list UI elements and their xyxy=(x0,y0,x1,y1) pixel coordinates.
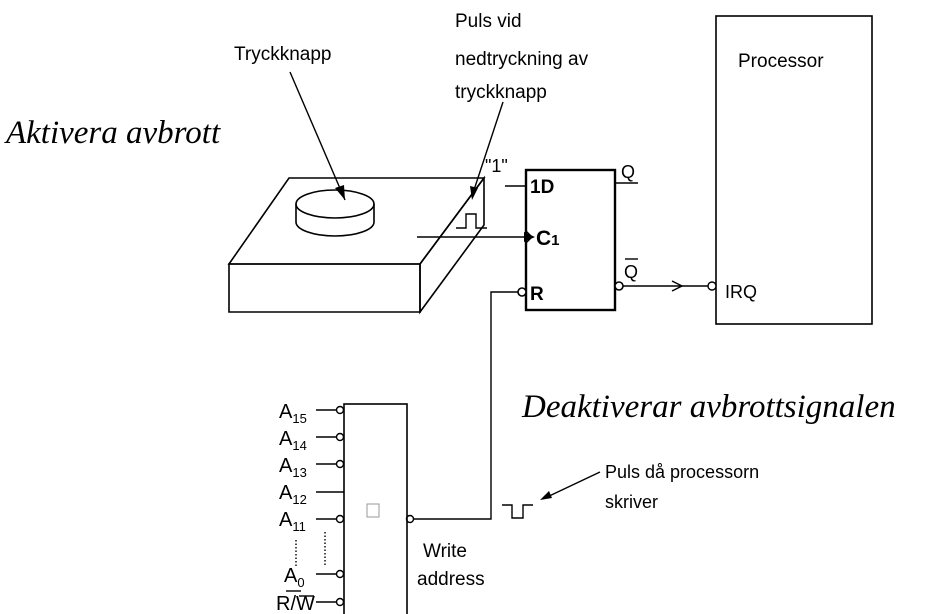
pulse-label-pointer xyxy=(471,101,504,197)
pin-a15: A15 xyxy=(279,401,307,426)
pushbutton-front-face xyxy=(228,263,421,313)
write-label-line1: Write xyxy=(423,541,467,562)
qbar-label: Q xyxy=(624,262,638,282)
address-pin-wires xyxy=(316,405,345,607)
pin-a13: A13 xyxy=(279,455,307,480)
pin-rw: R/W xyxy=(276,593,315,614)
r-input-bubble xyxy=(517,287,527,297)
aktivera-heading: Aktivera avbrott xyxy=(4,115,221,151)
pushbutton-cap-side xyxy=(295,204,375,237)
deaktiverar-heading: Deaktiverar avbrottsignalen xyxy=(521,389,896,425)
c-pin-label: C1 xyxy=(536,227,560,250)
write-pulse-pointer-arrowhead xyxy=(540,491,552,500)
address-decoder-box xyxy=(343,403,408,614)
decoder-and-symbol xyxy=(366,503,380,518)
irq-input-bubble xyxy=(707,281,717,291)
pushbutton-device xyxy=(227,175,486,315)
irq-wire-arrow xyxy=(671,280,684,292)
r-pin-label: R xyxy=(530,284,544,305)
pushbutton-cap-top xyxy=(295,189,375,219)
q-label: Q xyxy=(621,162,635,182)
pushbutton-side-face xyxy=(419,175,485,315)
irq-label: IRQ xyxy=(725,282,757,302)
pulse-label-pointer-arrowhead xyxy=(470,186,478,200)
processor-box xyxy=(715,15,873,325)
write-pulse-pointer xyxy=(544,471,601,499)
tryckknapp-label: Tryckknapp xyxy=(234,44,332,65)
flipflop-box xyxy=(524,168,617,312)
positive-pulse-symbol xyxy=(456,213,487,229)
write-label-line2: address xyxy=(417,569,485,590)
processor-label: Processor xyxy=(738,51,824,72)
one-input-label: "1" xyxy=(485,156,508,176)
pin-a0: A0 xyxy=(284,565,305,590)
puls-label-line3: tryckknapp xyxy=(455,82,547,103)
puls-write-label-line1: Puls då processorn xyxy=(605,462,759,482)
qbar-output-bubble xyxy=(614,281,624,291)
negative-pulse-symbol xyxy=(502,504,533,519)
pin-a12: A12 xyxy=(279,482,307,507)
tryckknapp-pointer xyxy=(289,71,346,201)
pin-a11: A11 xyxy=(279,509,306,534)
puls-write-label-line2: skriver xyxy=(605,492,658,512)
tryckknapp-pointer-arrowhead xyxy=(335,185,345,200)
clock-dynamic-indicator xyxy=(525,230,533,244)
puls-label-line1: Puls vid xyxy=(455,11,522,32)
reset-wire xyxy=(413,291,518,520)
pushbutton-top-face xyxy=(227,177,486,265)
puls-label-line2: nedtryckning av xyxy=(455,49,589,70)
pin-a14: A14 xyxy=(279,428,307,453)
d-pin-label: 1D xyxy=(530,177,554,198)
